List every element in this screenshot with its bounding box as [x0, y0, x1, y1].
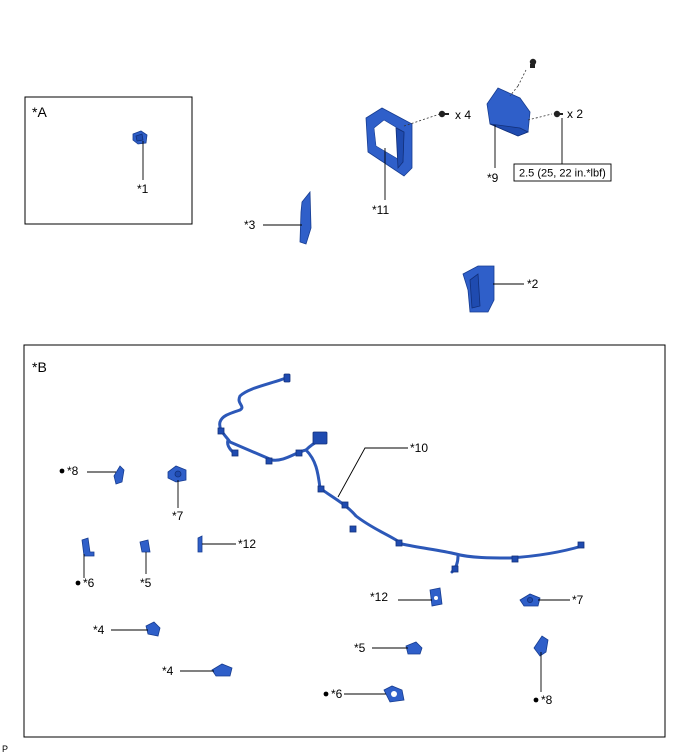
part-7-sensor-left	[167, 465, 187, 483]
callout-10: *10	[410, 441, 428, 455]
detail-box-b	[23, 344, 666, 738]
part-5-clip-right	[405, 641, 423, 655]
bolt-icon	[438, 110, 449, 118]
part-8-sensor-right	[533, 635, 549, 657]
part-8-sensor-left	[113, 465, 125, 485]
bullet-dot-icon	[75, 580, 81, 586]
part-4-clip-lower	[211, 663, 233, 677]
part-12-clip-right	[429, 587, 443, 607]
detail-box-a-label: *A	[32, 104, 47, 120]
quantity-sensor-bolts: x 2	[567, 107, 583, 121]
torque-spec-box	[513, 163, 612, 182]
callout-8-left: *8	[67, 464, 79, 478]
callout-7-right: *7	[572, 593, 584, 607]
bullet-dot-icon	[533, 697, 539, 703]
part-4-clip-upper	[145, 621, 161, 637]
callout-12-right: *12	[370, 590, 388, 604]
callout-5-right: *5	[354, 641, 366, 655]
callout-2: *2	[527, 277, 539, 291]
callout-3: *3	[244, 218, 256, 232]
part-3-bracket	[299, 190, 312, 245]
detail-box-a	[24, 96, 193, 225]
part-6-grommet-left	[81, 537, 95, 557]
part-11-frame	[365, 107, 413, 177]
part-2-bracket	[462, 265, 495, 313]
callout-9: *9	[487, 171, 499, 185]
bolt-icon	[529, 58, 537, 68]
corner-code: P	[2, 744, 8, 754]
bullet-dot-icon	[59, 468, 65, 474]
callout-4-lower: *4	[162, 664, 174, 678]
torque-spec-value: 2.5 (25, 22 in.*lbf)	[519, 168, 606, 180]
part-6-grommet-right	[383, 685, 405, 703]
part-1-clip	[132, 130, 148, 145]
part-9-sensor	[486, 87, 531, 137]
callout-6-right: *6	[331, 687, 343, 701]
callout-7-left: *7	[172, 509, 184, 523]
part-12-clip-left	[197, 535, 203, 553]
bullet-dot-icon	[323, 691, 329, 697]
part-5-clip-left	[139, 539, 151, 553]
bolt-icon	[553, 110, 563, 118]
callout-4-upper: *4	[93, 623, 105, 637]
detail-box-b-label: *B	[32, 359, 47, 375]
callout-5-left: *5	[140, 576, 152, 590]
callout-8-right: *8	[541, 693, 553, 707]
callout-11: *11	[372, 203, 389, 217]
part-7-sensor-right	[519, 593, 541, 607]
quantity-bracket-bolts: x 4	[455, 108, 471, 122]
callout-6-left: *6	[83, 576, 95, 590]
callout-12-left: *12	[238, 537, 256, 551]
callout-1: *1	[137, 182, 149, 196]
part-10-wire-harness	[217, 373, 585, 574]
